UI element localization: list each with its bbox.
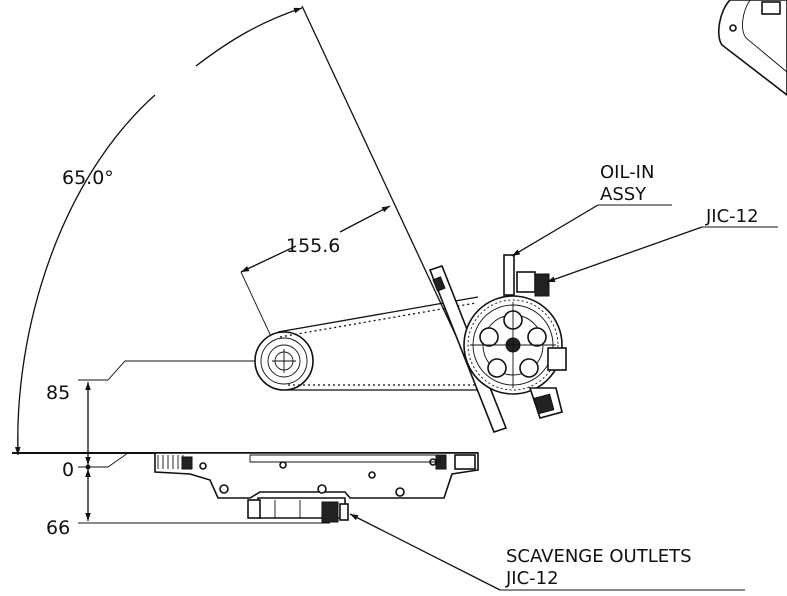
partial-view-top-right [718, 0, 787, 97]
offset-dimension: 155.6 [240, 205, 391, 361]
jic-top-label: JIC-12 [705, 206, 759, 227]
pump-fittings [503, 254, 567, 419]
base-plate [12, 452, 479, 523]
pump-pulley [463, 295, 563, 395]
oil-in-label-line1: OIL-IN [600, 162, 654, 183]
offset-value: 155.6 [286, 235, 340, 257]
height-lower-value: 66 [46, 517, 70, 539]
scavenge-callout: SCAVENGE OUTLETS JIC-12 [349, 513, 745, 591]
scavenge-label-line1: SCAVENGE OUTLETS [506, 546, 692, 567]
angle-value: 65.0° [62, 167, 114, 189]
jic-top-callout: JIC-12 [546, 206, 778, 283]
scavenge-label-line2: JIC-12 [505, 568, 559, 589]
angle-dimension: 65.0° [14, 5, 500, 456]
vertical-dimensions: 85 0 66 [46, 360, 330, 539]
crank-pulley [254, 331, 314, 391]
height-upper-value: 85 [46, 382, 70, 404]
oil-in-label-line2: ASSY [600, 184, 647, 205]
oil-in-callout: OIL-IN ASSY [511, 162, 672, 257]
datum-value: 0 [62, 459, 74, 481]
